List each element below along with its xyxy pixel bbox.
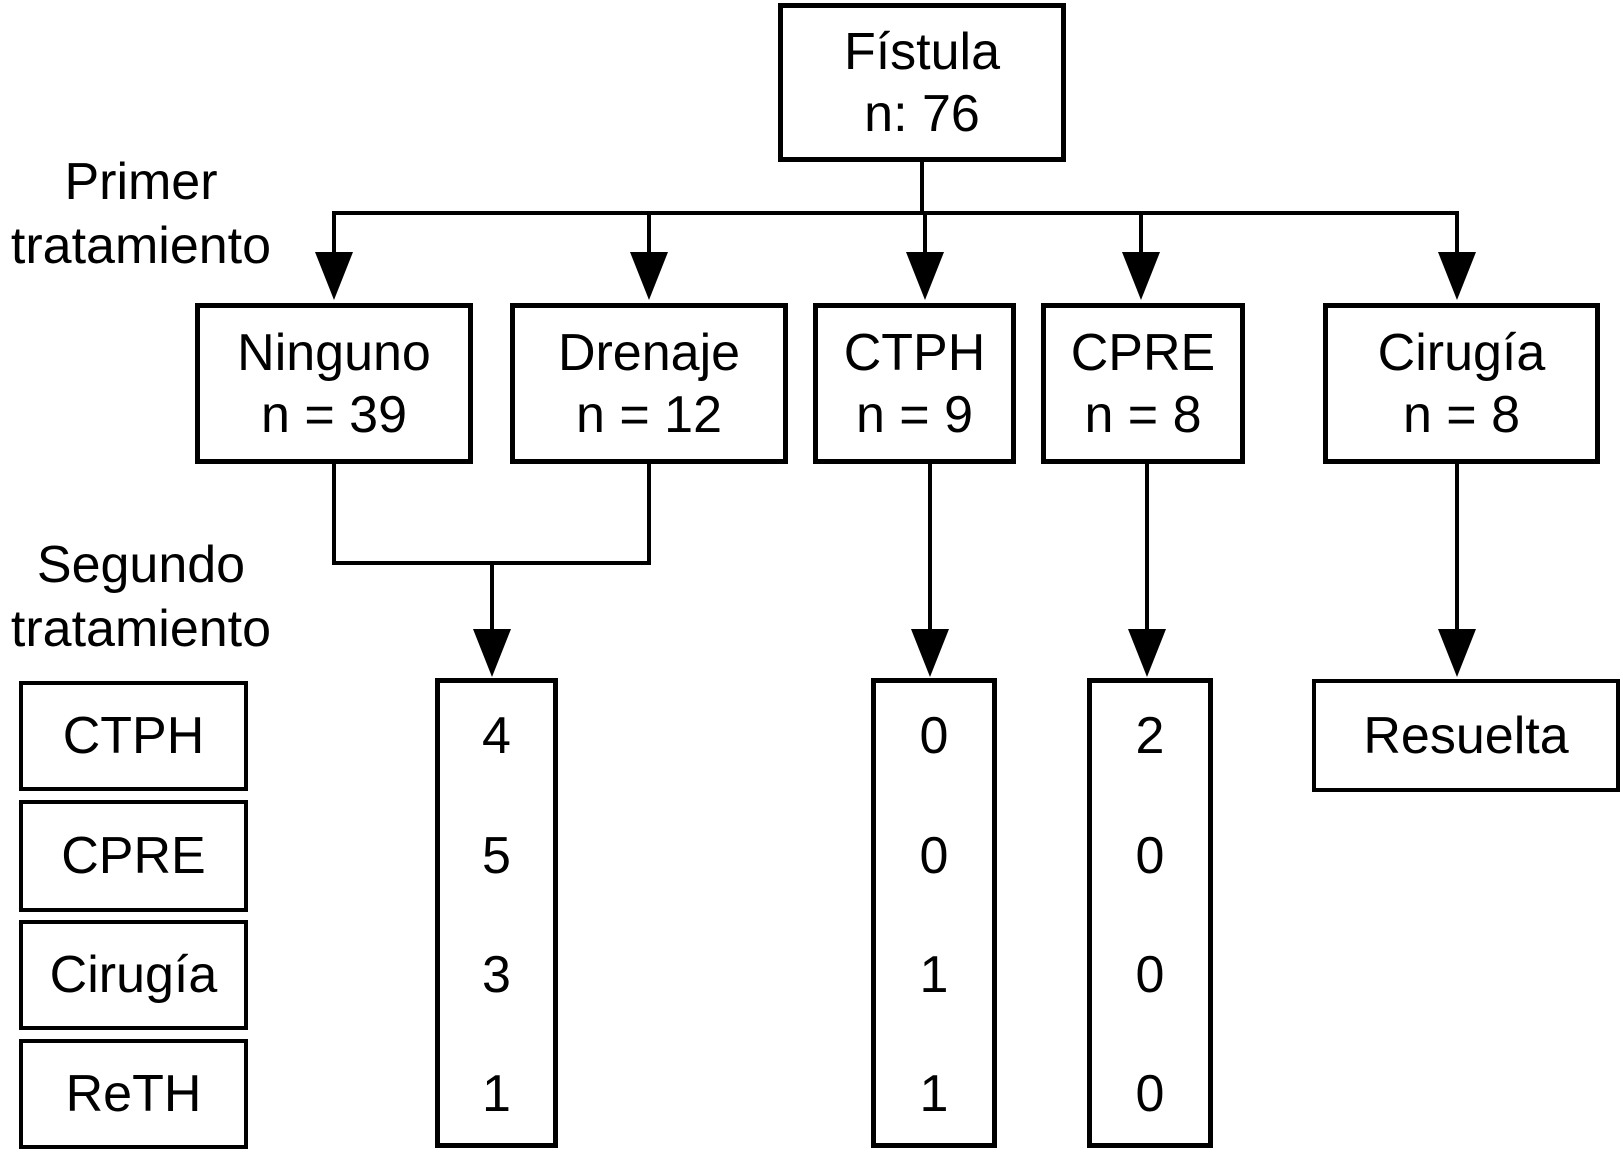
arrowhead-cirugia	[1438, 252, 1476, 300]
branch-line-cpre	[1139, 211, 1143, 258]
first-treatment-box-ctph: CTPH n = 9	[813, 303, 1016, 464]
branch-line-drenaje	[647, 211, 651, 258]
root-box-count: n: 76	[864, 84, 980, 143]
value-reth: 1	[919, 1065, 949, 1123]
second-treatment-label: Segundo tratamiento	[0, 533, 282, 661]
arrowhead-cpre-column	[1128, 629, 1166, 677]
value-reth: 0	[1135, 1065, 1165, 1123]
box-title: Ninguno	[237, 323, 431, 382]
box-title: Drenaje	[557, 323, 741, 382]
box-count: n = 39	[260, 385, 408, 444]
arrowhead-drenaje	[630, 252, 668, 300]
value-cirugia: 0	[1135, 946, 1165, 1004]
first-treatment-label-line1: Primer	[64, 153, 218, 211]
first-treatment-box-drenaje: Drenaje n = 12	[510, 303, 788, 464]
box-title: CTPH	[843, 323, 986, 382]
row-label-box-cirugia: Cirugía	[19, 920, 248, 1030]
row-label-box-reth: ReTH	[19, 1039, 248, 1149]
second-treatment-label-line2: tratamiento	[10, 600, 272, 658]
value-ctph: 2	[1135, 707, 1165, 765]
drop-line-cirugia	[1455, 460, 1459, 633]
value-cirugia: 1	[919, 946, 949, 1004]
outcome-box-resuelta: Resuelta	[1312, 679, 1620, 792]
row-label: CPRE	[61, 827, 206, 885]
row-label: CTPH	[62, 707, 205, 765]
branch-distribution-line	[332, 211, 1459, 215]
bracket-left-line	[332, 460, 336, 565]
row-label-box-ctph: CTPH	[19, 681, 248, 791]
box-title: CPRE	[1070, 323, 1216, 382]
first-treatment-box-cpre: CPRE n = 8	[1041, 303, 1245, 464]
box-title: Cirugía	[1377, 323, 1546, 382]
value-column-cpre: 2 0 0 0	[1087, 678, 1213, 1148]
row-label: ReTH	[65, 1065, 202, 1123]
value-ctph: 0	[919, 707, 949, 765]
arrowhead-resuelta	[1438, 629, 1476, 677]
arrowhead-cpre	[1122, 252, 1160, 300]
root-box-title: Fístula	[843, 22, 1001, 81]
arrowhead-ninguno	[315, 252, 353, 300]
arrowhead-ninguno-drenaje-column	[473, 629, 511, 677]
value-column-ctph: 0 0 1 1	[871, 678, 997, 1148]
first-treatment-label-line2: tratamiento	[10, 217, 272, 275]
value-cirugia: 3	[482, 946, 511, 1004]
value-column-ninguno-drenaje: 4 5 3 1	[435, 678, 558, 1148]
value-cpre: 0	[919, 827, 949, 885]
arrowhead-ctph-column	[911, 629, 949, 677]
box-count: n = 8	[1084, 385, 1202, 444]
first-treatment-box-ninguno: Ninguno n = 39	[195, 303, 473, 464]
first-treatment-label: Primer tratamiento	[0, 150, 282, 278]
branch-line-ninguno	[332, 211, 336, 258]
value-cpre: 0	[1135, 827, 1165, 885]
arrowhead-ctph	[906, 252, 944, 300]
bracket-right-line	[647, 460, 651, 565]
box-count: n = 9	[855, 385, 974, 444]
bracket-arrow-line	[490, 561, 494, 633]
branch-line-ctph	[923, 211, 927, 258]
second-treatment-label-line1: Segundo	[36, 536, 246, 594]
first-treatment-box-cirugia: Cirugía n = 8	[1323, 303, 1600, 464]
root-stub-line	[920, 158, 924, 215]
value-cpre: 5	[482, 827, 511, 885]
drop-line-ctph	[928, 460, 932, 633]
outcome-label: Resuelta	[1363, 706, 1569, 765]
row-label-box-cpre: CPRE	[19, 800, 248, 912]
branch-line-cirugia	[1455, 211, 1459, 258]
box-count: n = 8	[1402, 385, 1521, 444]
row-label: Cirugía	[49, 946, 218, 1004]
box-count: n = 12	[575, 385, 723, 444]
root-box-fistula: Fístula n: 76	[778, 3, 1066, 162]
value-ctph: 4	[482, 707, 511, 765]
drop-line-cpre	[1145, 460, 1149, 633]
value-reth: 1	[482, 1065, 511, 1123]
